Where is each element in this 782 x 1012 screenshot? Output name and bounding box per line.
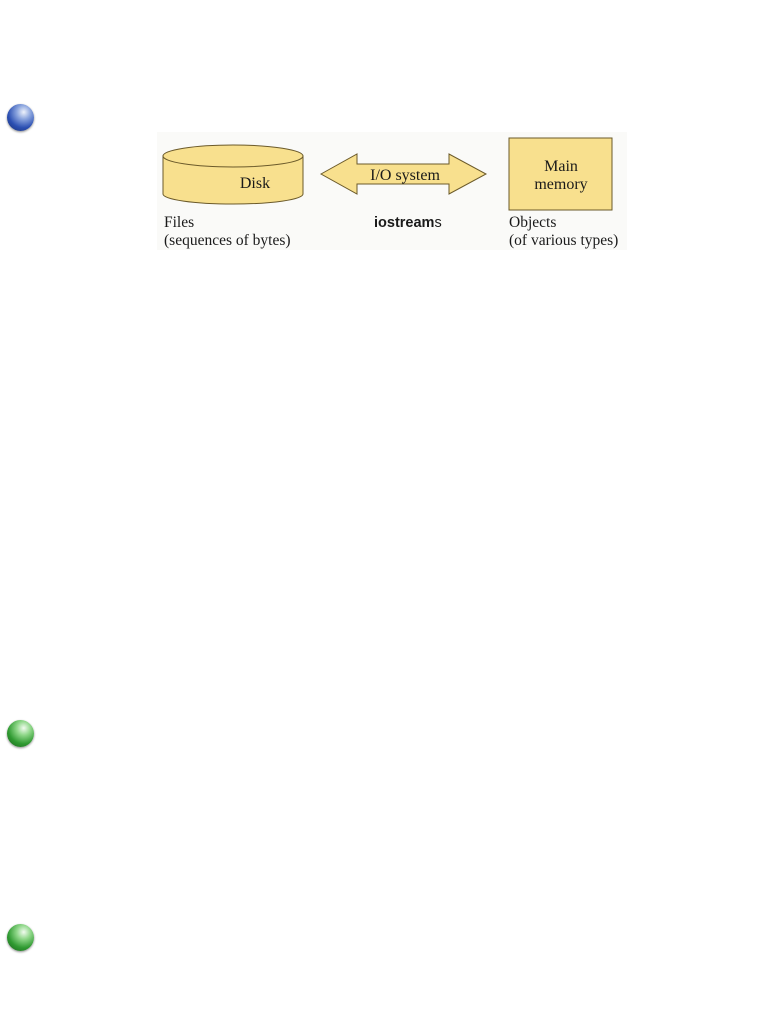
- blue-sphere-bullet-icon: [7, 104, 34, 131]
- iostreams-caption: iostreams: [374, 214, 442, 232]
- diagram-shapes: [162, 137, 613, 211]
- main-memory-label: Main memory: [509, 158, 613, 194]
- files-caption-line2: (sequences of bytes): [164, 232, 291, 249]
- disk-label: Disk: [239, 175, 271, 192]
- iostream-suffix-text: s: [434, 215, 442, 231]
- iostream-bold-text: iostream: [374, 215, 435, 231]
- objects-caption: Objects (of various types): [509, 214, 618, 250]
- main-memory-label-line2: memory: [534, 176, 588, 193]
- objects-caption-line1: Objects: [509, 214, 557, 231]
- io-system-label: I/O system: [370, 167, 440, 184]
- objects-caption-line2: (of various types): [509, 232, 619, 249]
- main-memory-box: [508, 137, 613, 211]
- green-sphere-bullet-icon: [7, 924, 34, 951]
- files-caption: Files (sequences of bytes): [164, 214, 291, 250]
- io-double-arrow: [319, 153, 488, 195]
- green-sphere-bullet-icon: [7, 720, 34, 747]
- files-caption-line1: Files: [164, 214, 195, 231]
- io-system-figure: Disk I/O system Main memory Files (seque…: [157, 132, 627, 250]
- disk-cylinder-icon: [162, 144, 304, 205]
- main-memory-label-line1: Main: [544, 158, 578, 175]
